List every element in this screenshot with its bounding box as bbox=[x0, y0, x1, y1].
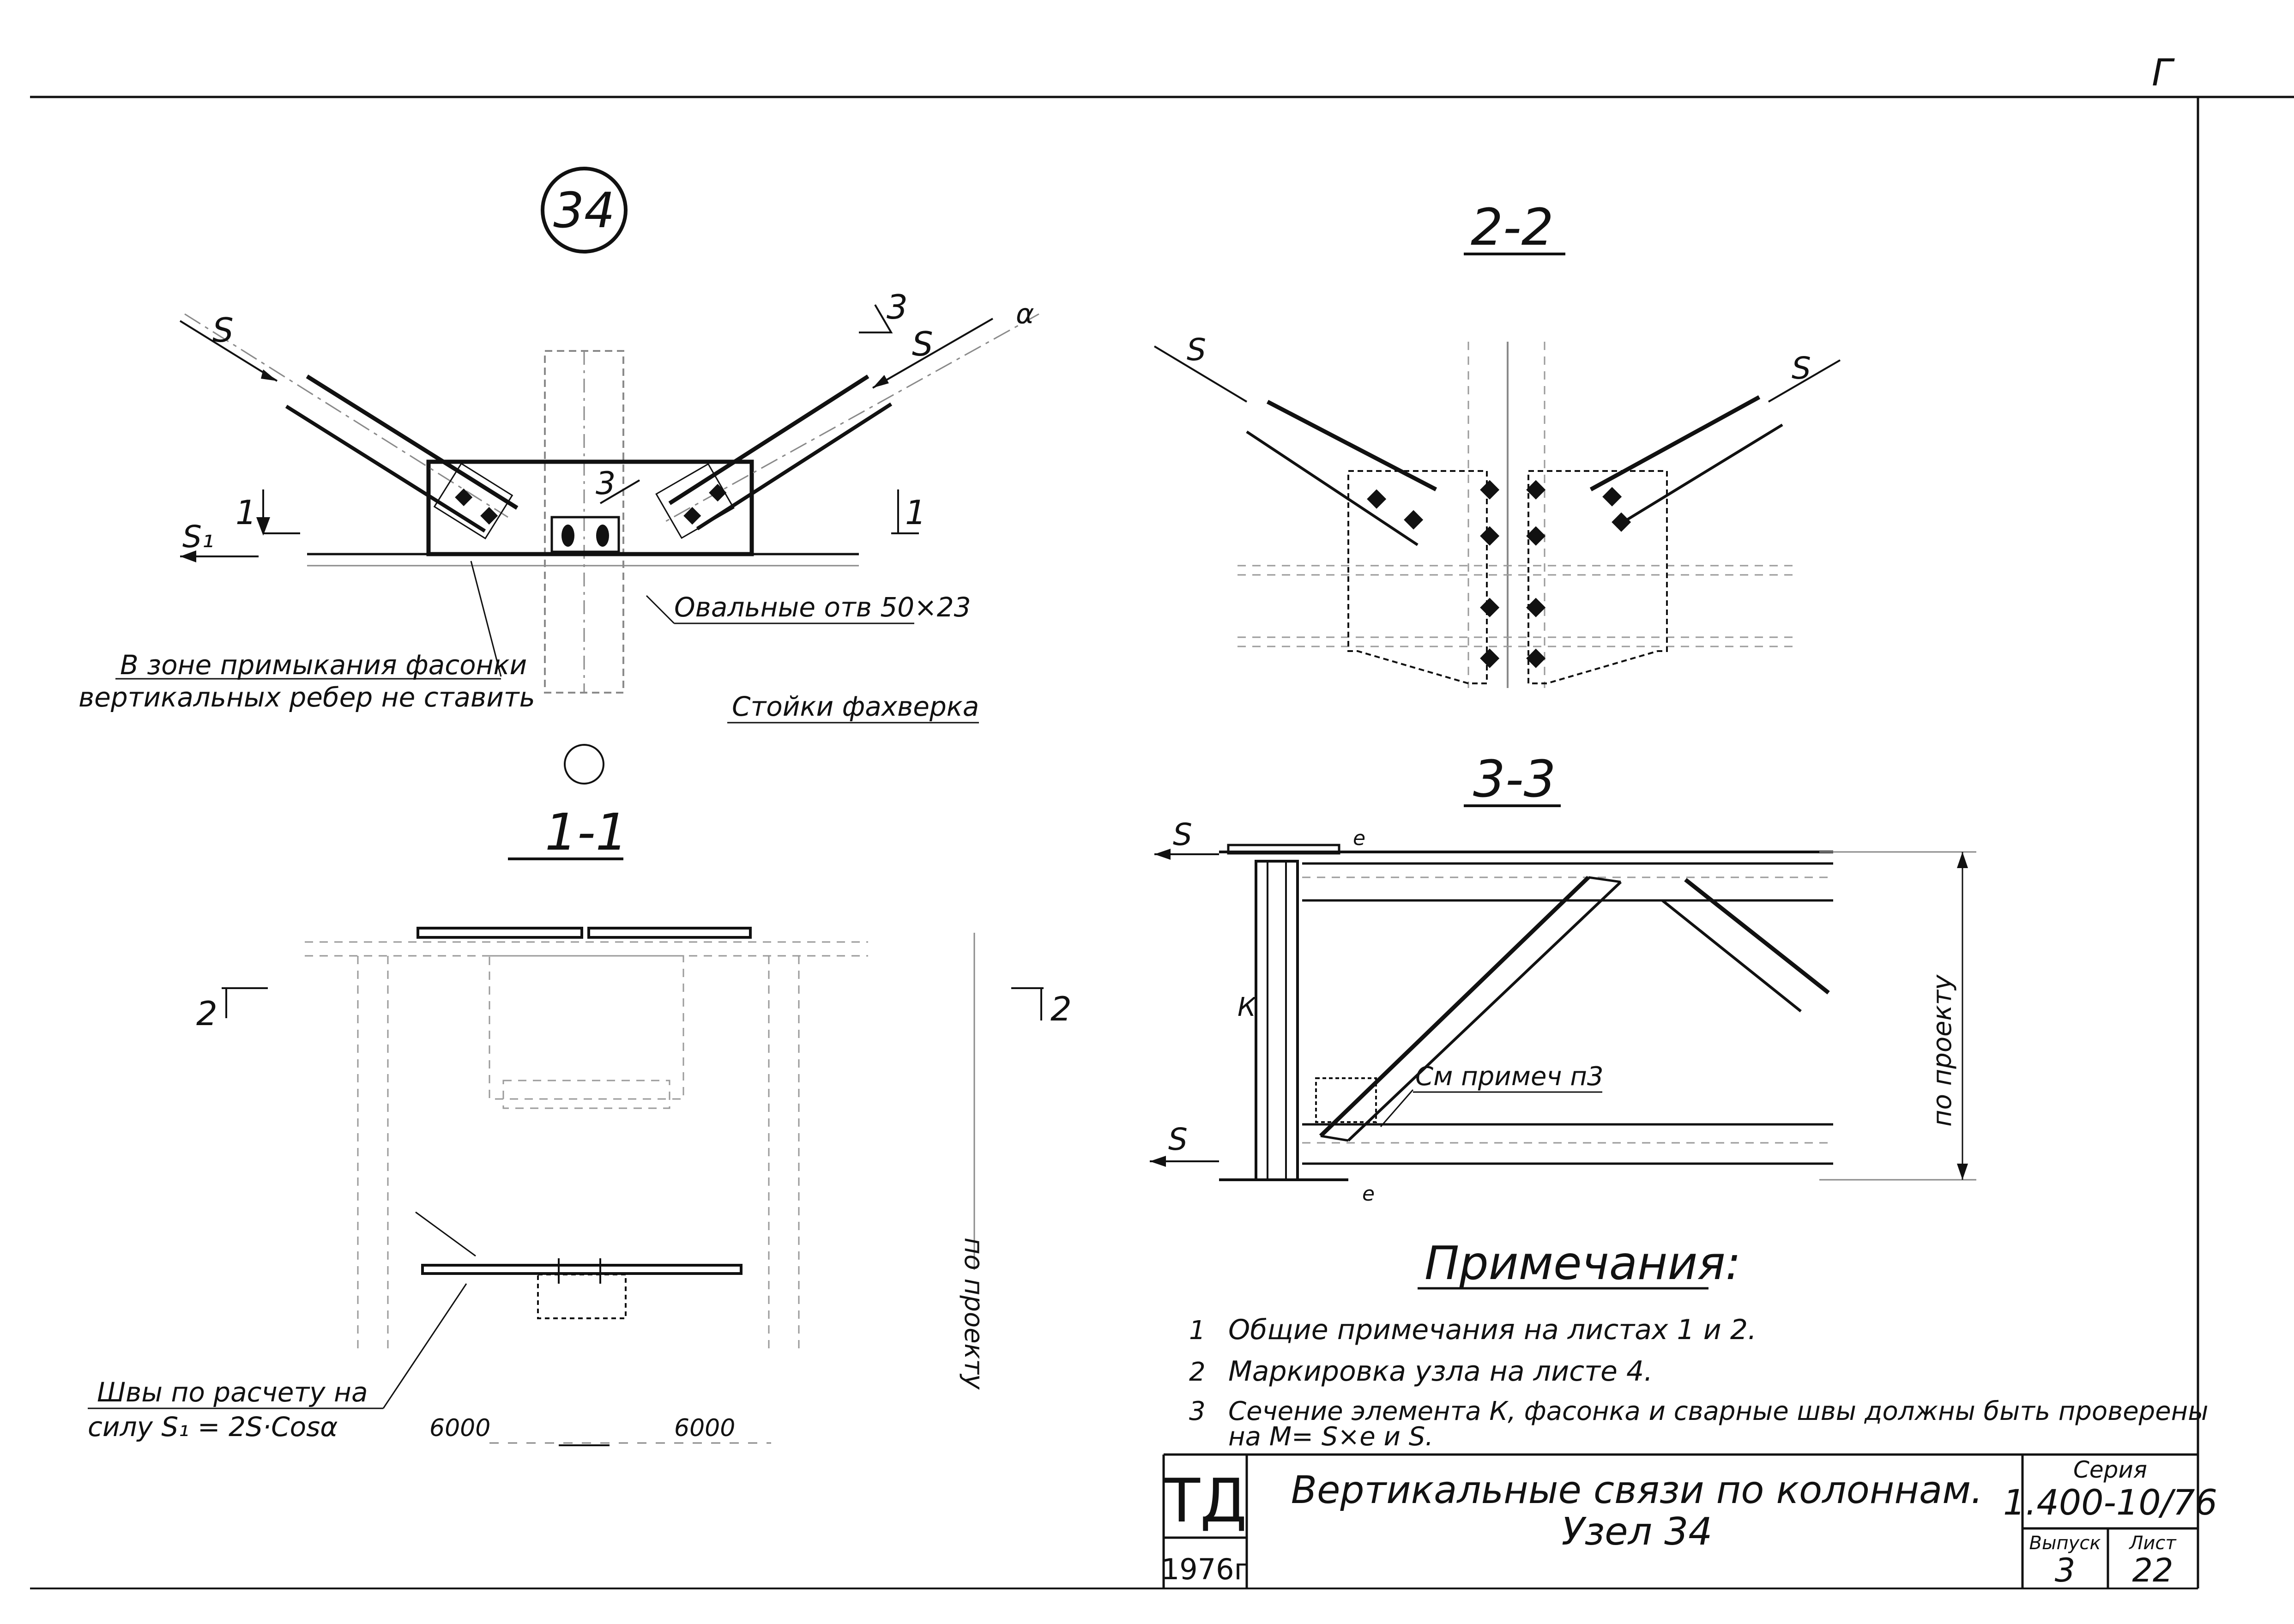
section-22-title: 2-2 bbox=[1471, 198, 1554, 257]
section33-dim-side: по проекту bbox=[1927, 974, 1957, 1127]
svg-text:◆: ◆ bbox=[1602, 480, 1622, 509]
corner-mark: Г bbox=[2152, 51, 2175, 94]
svg-text:◆: ◆ bbox=[1526, 519, 1546, 549]
section22-force-s-right: S bbox=[1792, 350, 1811, 386]
section-2-2: 2-2 ◆◆ ◆◆ ◆◆ ◆◆ ◆◆ ◆◆ S S bbox=[1153, 198, 1841, 688]
note-1-text: Общие примечания на листах 1 и 2. bbox=[1228, 1314, 1757, 1346]
title-block: ТД 1976г Вертикальные связи по колоннам.… bbox=[1161, 1453, 2217, 1589]
section11-dim-side: по проекту bbox=[959, 1238, 989, 1390]
svg-text:◆: ◆ bbox=[683, 501, 701, 527]
svg-text:◆: ◆ bbox=[1480, 519, 1500, 549]
node-force-s1: S₁ bbox=[182, 519, 214, 555]
section11-cut-2-left: 2 bbox=[196, 994, 217, 1033]
section11-cut-2-right: 2 bbox=[1050, 990, 1072, 1028]
see-note-3: См примеч п3 bbox=[1415, 1062, 1604, 1092]
svg-text:◆: ◆ bbox=[1480, 641, 1500, 671]
dim-6000-right: 6000 bbox=[674, 1414, 735, 1442]
note-2-num: 2 bbox=[1189, 1357, 1206, 1387]
sheet-frame: Г bbox=[30, 51, 2294, 1589]
svg-text:◆: ◆ bbox=[1480, 591, 1500, 620]
series-label: Серия bbox=[2073, 1456, 2147, 1483]
weld-note-line1: Швы по расчету на bbox=[97, 1376, 368, 1408]
section33-force-s-bottom: S bbox=[1168, 1122, 1188, 1157]
note-3-text-line2: на M= S×e и S. bbox=[1228, 1422, 1433, 1452]
element-k: К bbox=[1238, 992, 1257, 1022]
zone-note-line1: В зоне примыкания фасонки bbox=[120, 649, 527, 681]
section22-force-s-left: S bbox=[1187, 332, 1206, 368]
issue-value: 3 bbox=[2055, 1552, 2076, 1589]
node-angle: α bbox=[1016, 298, 1034, 330]
svg-text:◆: ◆ bbox=[709, 477, 727, 504]
oval-holes-note: Овальные отв 50×23 bbox=[674, 592, 971, 623]
node-34-view: 34 S ◆ ◆ S α ◆ ◆ 3 bbox=[78, 167, 1039, 785]
section-33-title: 3-3 bbox=[1473, 749, 1556, 809]
svg-text:◆: ◆ bbox=[1526, 473, 1546, 502]
svg-text:◆: ◆ bbox=[1526, 591, 1546, 620]
series-value: 1.400-10/76 bbox=[2003, 1482, 2217, 1523]
note-3-text: Сечение элемента К, фасонка и сварные шв… bbox=[1228, 1396, 2208, 1426]
note-1-num: 1 bbox=[1189, 1316, 1206, 1346]
issue-label: Выпуск bbox=[2029, 1533, 2101, 1554]
fachwerk-note: Стойки фахверка bbox=[732, 691, 979, 722]
weld-e-bottom: е bbox=[1362, 1182, 1375, 1206]
node-number-circle bbox=[541, 167, 628, 254]
svg-text:◆: ◆ bbox=[1367, 482, 1387, 512]
svg-text:◆: ◆ bbox=[455, 482, 473, 509]
section-11-title: 1-1 bbox=[545, 803, 628, 862]
org-mark: ТД bbox=[1163, 1466, 1247, 1536]
svg-text:◆: ◆ bbox=[1480, 473, 1500, 502]
node-force-s-right: S bbox=[912, 325, 933, 363]
sheet-value: 22 bbox=[2132, 1552, 2173, 1589]
svg-text:◆: ◆ bbox=[1404, 503, 1424, 532]
section-3-3: 3-3 К S S е е bbox=[1150, 749, 1976, 1206]
node-cut-1-left: 1 bbox=[235, 493, 257, 532]
weld-note-line2: силу S₁ = 2S·Cosα bbox=[88, 1411, 338, 1443]
drawing-title-line2: Узел 34 bbox=[1562, 1510, 1713, 1554]
zone-note-line2: вертикальных ребер не ставить bbox=[78, 682, 535, 713]
node-number: 34 bbox=[553, 182, 615, 239]
sheet-label: Лист bbox=[2128, 1533, 2177, 1554]
note-3-num: 3 bbox=[1189, 1396, 1206, 1426]
node-cut-3-top: 3 bbox=[887, 288, 908, 326]
section33-force-s-top: S bbox=[1173, 817, 1192, 852]
svg-text:◆: ◆ bbox=[1526, 641, 1546, 671]
note-2-text: Маркировка узла на листе 4. bbox=[1228, 1355, 1653, 1388]
org-year: 1976г bbox=[1161, 1552, 1249, 1586]
svg-text:◆: ◆ bbox=[480, 501, 498, 527]
notes-block: Примечания: 1 Общие примечания на листах… bbox=[1189, 1236, 2208, 1452]
dim-6000-left: 6000 bbox=[429, 1414, 490, 1442]
section-1-1: 1-1 2 2 по проекту Швы по расчет bbox=[88, 803, 1072, 1446]
node-cut-1-right: 1 bbox=[905, 493, 926, 532]
node-cut-3-inner: 3 bbox=[596, 465, 616, 502]
drawing-title-line1: Вертикальные связи по колоннам. bbox=[1291, 1468, 1983, 1512]
node-force-s-left: S bbox=[212, 311, 234, 350]
weld-e-top: е bbox=[1353, 827, 1365, 850]
notes-title: Примечания: bbox=[1425, 1236, 1741, 1290]
